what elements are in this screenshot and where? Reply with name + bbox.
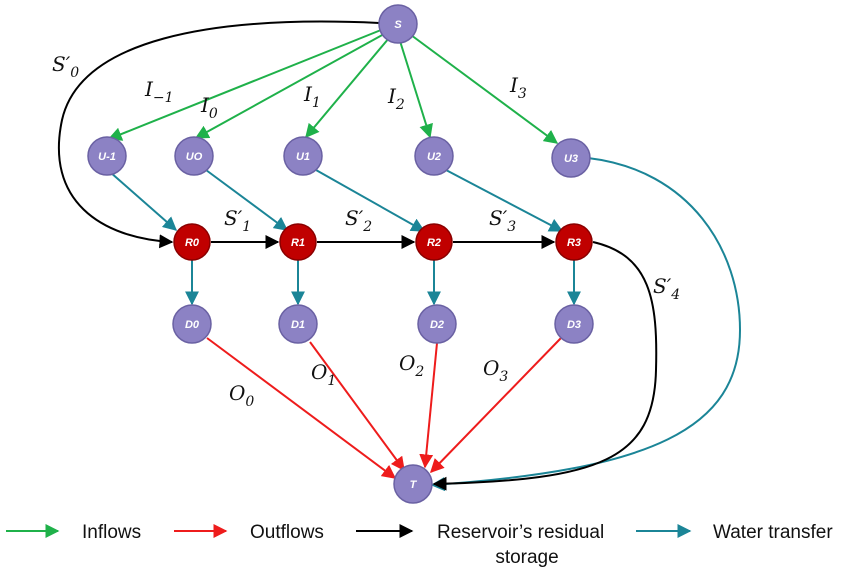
legend-label-inflows: Inflows (82, 522, 141, 543)
edge-transfer-u0-r1 (205, 169, 289, 231)
edge-outflow-d0-t (206, 337, 397, 479)
label-i2: I2 (387, 84, 405, 113)
legend-label-residual-line2: storage (495, 547, 558, 568)
edge-outflow-d2-t (419, 342, 438, 469)
label-o3: O3 (483, 356, 508, 385)
node-u2: U2 (414, 136, 454, 176)
edge-inflow-u2 (399, 40, 433, 139)
node-r3-label: R3 (567, 237, 581, 249)
legend-item-inflows: Inflows (6, 522, 141, 543)
node-r3: R3 (555, 223, 593, 261)
node-u0: UO (174, 136, 214, 176)
node-d0-label: D0 (185, 319, 200, 331)
node-u3-label: U3 (564, 153, 578, 165)
node-d2-label: D2 (430, 319, 444, 331)
edge-inflow-u3 (410, 34, 559, 144)
edge-inflow-u1 (305, 37, 390, 139)
edge-outflow-d3-t (430, 337, 562, 474)
edge-outflow-d1-t (309, 341, 405, 472)
node-u3: U3 (551, 138, 591, 178)
label-s3: S′3 (489, 206, 516, 235)
node-r2: R2 (415, 223, 453, 261)
node-d1: D1 (278, 304, 318, 344)
node-u1-label: U1 (296, 151, 310, 163)
node-d3-label: D3 (567, 319, 581, 331)
node-t-label: T (410, 479, 418, 491)
node-r1-label: R1 (291, 237, 305, 249)
edge-inflow-u-1 (107, 29, 382, 141)
edge-inflow-u0 (194, 33, 385, 139)
node-d2: D2 (417, 304, 457, 344)
node-s-label: S (394, 19, 402, 31)
node-r1: R1 (279, 223, 317, 261)
label-i0: I0 (200, 93, 218, 122)
label-o1: O1 (311, 360, 336, 389)
edge-transfer-u3-t (430, 157, 742, 492)
legend-item-transfer: Water transfer (636, 522, 833, 543)
nodes: S U-1 UO U1 U2 U3 R0 R1 (87, 4, 594, 504)
label-s1: S′1 (224, 206, 251, 235)
label-s2: S′2 (345, 206, 372, 235)
edge-residual-r3-t (432, 241, 658, 491)
node-r2-label: R2 (427, 237, 441, 249)
residual-edges (57, 20, 658, 491)
node-u1: U1 (283, 136, 323, 176)
legend-item-residual: Reservoir’s residual storage (356, 522, 604, 568)
legend-label-transfer: Water transfer (713, 522, 833, 543)
node-r0-label: R0 (185, 237, 200, 249)
edge-residual-s-r0 (57, 20, 380, 249)
legend: Inflows Outflows Reservoir’s residual st… (6, 522, 833, 568)
label-s4: S′4 (653, 274, 680, 303)
legend-label-residual-line1: Reservoir’s residual (437, 522, 604, 543)
transfer-edges (109, 157, 742, 492)
node-u2-label: U2 (427, 151, 441, 163)
node-u-1-label: U-1 (98, 151, 116, 163)
inflow-edges (107, 29, 559, 144)
edge-labels: S′0 I−1 I0 I1 I2 I3 S′1 S′2 S′3 S′4 O0 O… (52, 52, 680, 410)
label-i-1: I−1 (144, 77, 174, 106)
label-i3: I3 (509, 73, 527, 102)
node-t: T (393, 464, 433, 504)
node-d1-label: D1 (291, 319, 305, 331)
label-i1: I1 (303, 82, 321, 111)
legend-label-outflows: Outflows (250, 522, 324, 543)
edge-transfer-u2-r3 (445, 169, 564, 232)
node-s: S (378, 4, 418, 44)
node-r0: R0 (173, 223, 211, 261)
label-s0: S′0 (52, 52, 79, 81)
node-u0-label: UO (186, 151, 203, 163)
node-d3: D3 (554, 304, 594, 344)
node-u-1: U-1 (87, 136, 127, 176)
node-d0: D0 (172, 304, 212, 344)
label-o0: O0 (229, 381, 254, 410)
outflow-edges (206, 337, 562, 479)
label-o2: O2 (399, 351, 424, 380)
legend-item-outflows: Outflows (174, 522, 324, 543)
edge-transfer-u1-r2 (315, 169, 426, 232)
edge-transfer-u-1-r0 (109, 171, 178, 231)
